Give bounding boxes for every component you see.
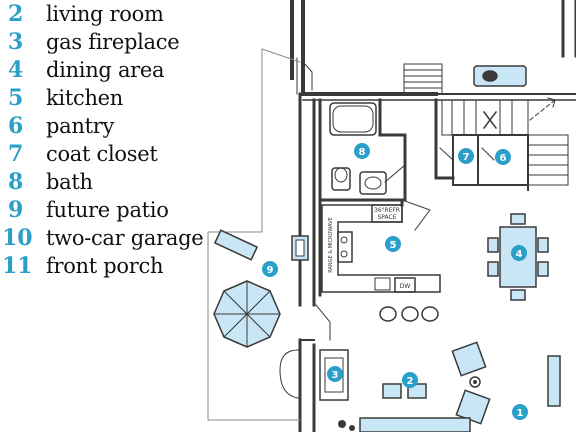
patio-door: [299, 304, 331, 341]
stair-walls: [434, 98, 529, 191]
legend-item-gas-fireplace: 3 gas fireplace: [0, 28, 180, 56]
legend-item-bath: 8 bath: [0, 168, 93, 196]
legend-label: front porch: [46, 254, 164, 278]
marker-4: 4: [511, 245, 527, 261]
patio-outline: [207, 48, 301, 421]
legend-number: 2: [8, 1, 24, 27]
west-door: [302, 61, 313, 91]
legend-number: 4: [8, 57, 24, 83]
marker-2-number: 2: [407, 376, 414, 387]
garage-walls: [290, 0, 576, 60]
kitchen-counters: [321, 204, 441, 293]
legend-item-kitchen: 5 kitchen: [0, 84, 123, 112]
legend-number: 11: [2, 253, 33, 279]
garage-car: [473, 65, 527, 87]
stairs: [403, 63, 569, 186]
marker-1-number: 1: [517, 408, 524, 419]
legend-item-coat-closet: 7 coat closet: [0, 140, 158, 168]
legend-number: 3: [8, 29, 24, 55]
legend-item-future-patio: 9 future patio: [0, 196, 169, 224]
legend-number: 9: [8, 197, 24, 223]
legend-item-two-car-garage: 10 two-car garage: [0, 224, 204, 252]
legend-item-front-porch: 11 front porch: [0, 252, 164, 280]
patio-furniture: [213, 229, 309, 261]
closet-doors: [439, 147, 495, 161]
legend-label: gas fireplace: [46, 30, 180, 54]
legend-label: dining area: [46, 58, 165, 82]
legend-label: pantry: [46, 114, 115, 138]
dishwasher-label: DW: [400, 283, 411, 290]
legend-label: coat closet: [46, 142, 158, 166]
legend-item-pantry: 6 pantry: [0, 112, 114, 140]
legend-item-living-room: 2 living room: [0, 0, 164, 28]
legend-number: 7: [8, 141, 24, 167]
marker-8-number: 8: [359, 147, 366, 158]
legend-label: living room: [46, 2, 164, 26]
legend-number: 8: [8, 169, 24, 195]
patio-lounger-outline: [279, 349, 299, 399]
garage-car-detail: [482, 70, 498, 82]
marker-1: 1: [512, 404, 528, 420]
legend-number: 5: [8, 85, 24, 111]
legend-number: 10: [2, 225, 33, 251]
kitchen-walls: [318, 198, 431, 297]
marker-7-number: 7: [463, 152, 470, 163]
bath-walls: [318, 98, 407, 207]
marker-4-number: 4: [516, 249, 523, 260]
marker-2: 2: [402, 372, 418, 388]
west-wall: [290, 56, 316, 432]
marker-5-number: 5: [390, 240, 397, 251]
refrigerator-label: 36"REFR: [374, 207, 400, 214]
marker-3: 3: [327, 366, 343, 382]
plan-details: [338, 376, 481, 431]
living-room-furniture: [359, 341, 561, 432]
north-wall: [301, 92, 576, 101]
marker-5: 5: [385, 236, 401, 252]
legend-label: kitchen: [46, 86, 124, 110]
marker-9-number: 9: [267, 265, 274, 276]
bath-door: [384, 164, 406, 183]
legend-label: bath: [46, 170, 93, 194]
marker-9: 9: [262, 261, 278, 277]
range-label: RANGE & MICROWAVE: [328, 217, 334, 273]
marker-6-number: 6: [500, 153, 507, 164]
bath-fixtures: [329, 102, 387, 195]
legend-label: two-car garage: [46, 226, 204, 250]
bar-stools: [379, 306, 439, 322]
marker-8: 8: [354, 143, 370, 159]
legend-item-dining-area: 4 dining area: [0, 56, 165, 84]
legend-number: 6: [8, 113, 24, 139]
marker-6: 6: [495, 149, 511, 165]
legend-label: future patio: [46, 198, 169, 222]
patio-umbrella: [213, 280, 281, 348]
marker-3-number: 3: [332, 370, 339, 381]
refrigerator-space-label: SPACE: [377, 214, 396, 221]
legend: 2 living room 3 gas fireplace 4 dining area…: [0, 0, 215, 290]
marker-7: 7: [458, 148, 474, 164]
